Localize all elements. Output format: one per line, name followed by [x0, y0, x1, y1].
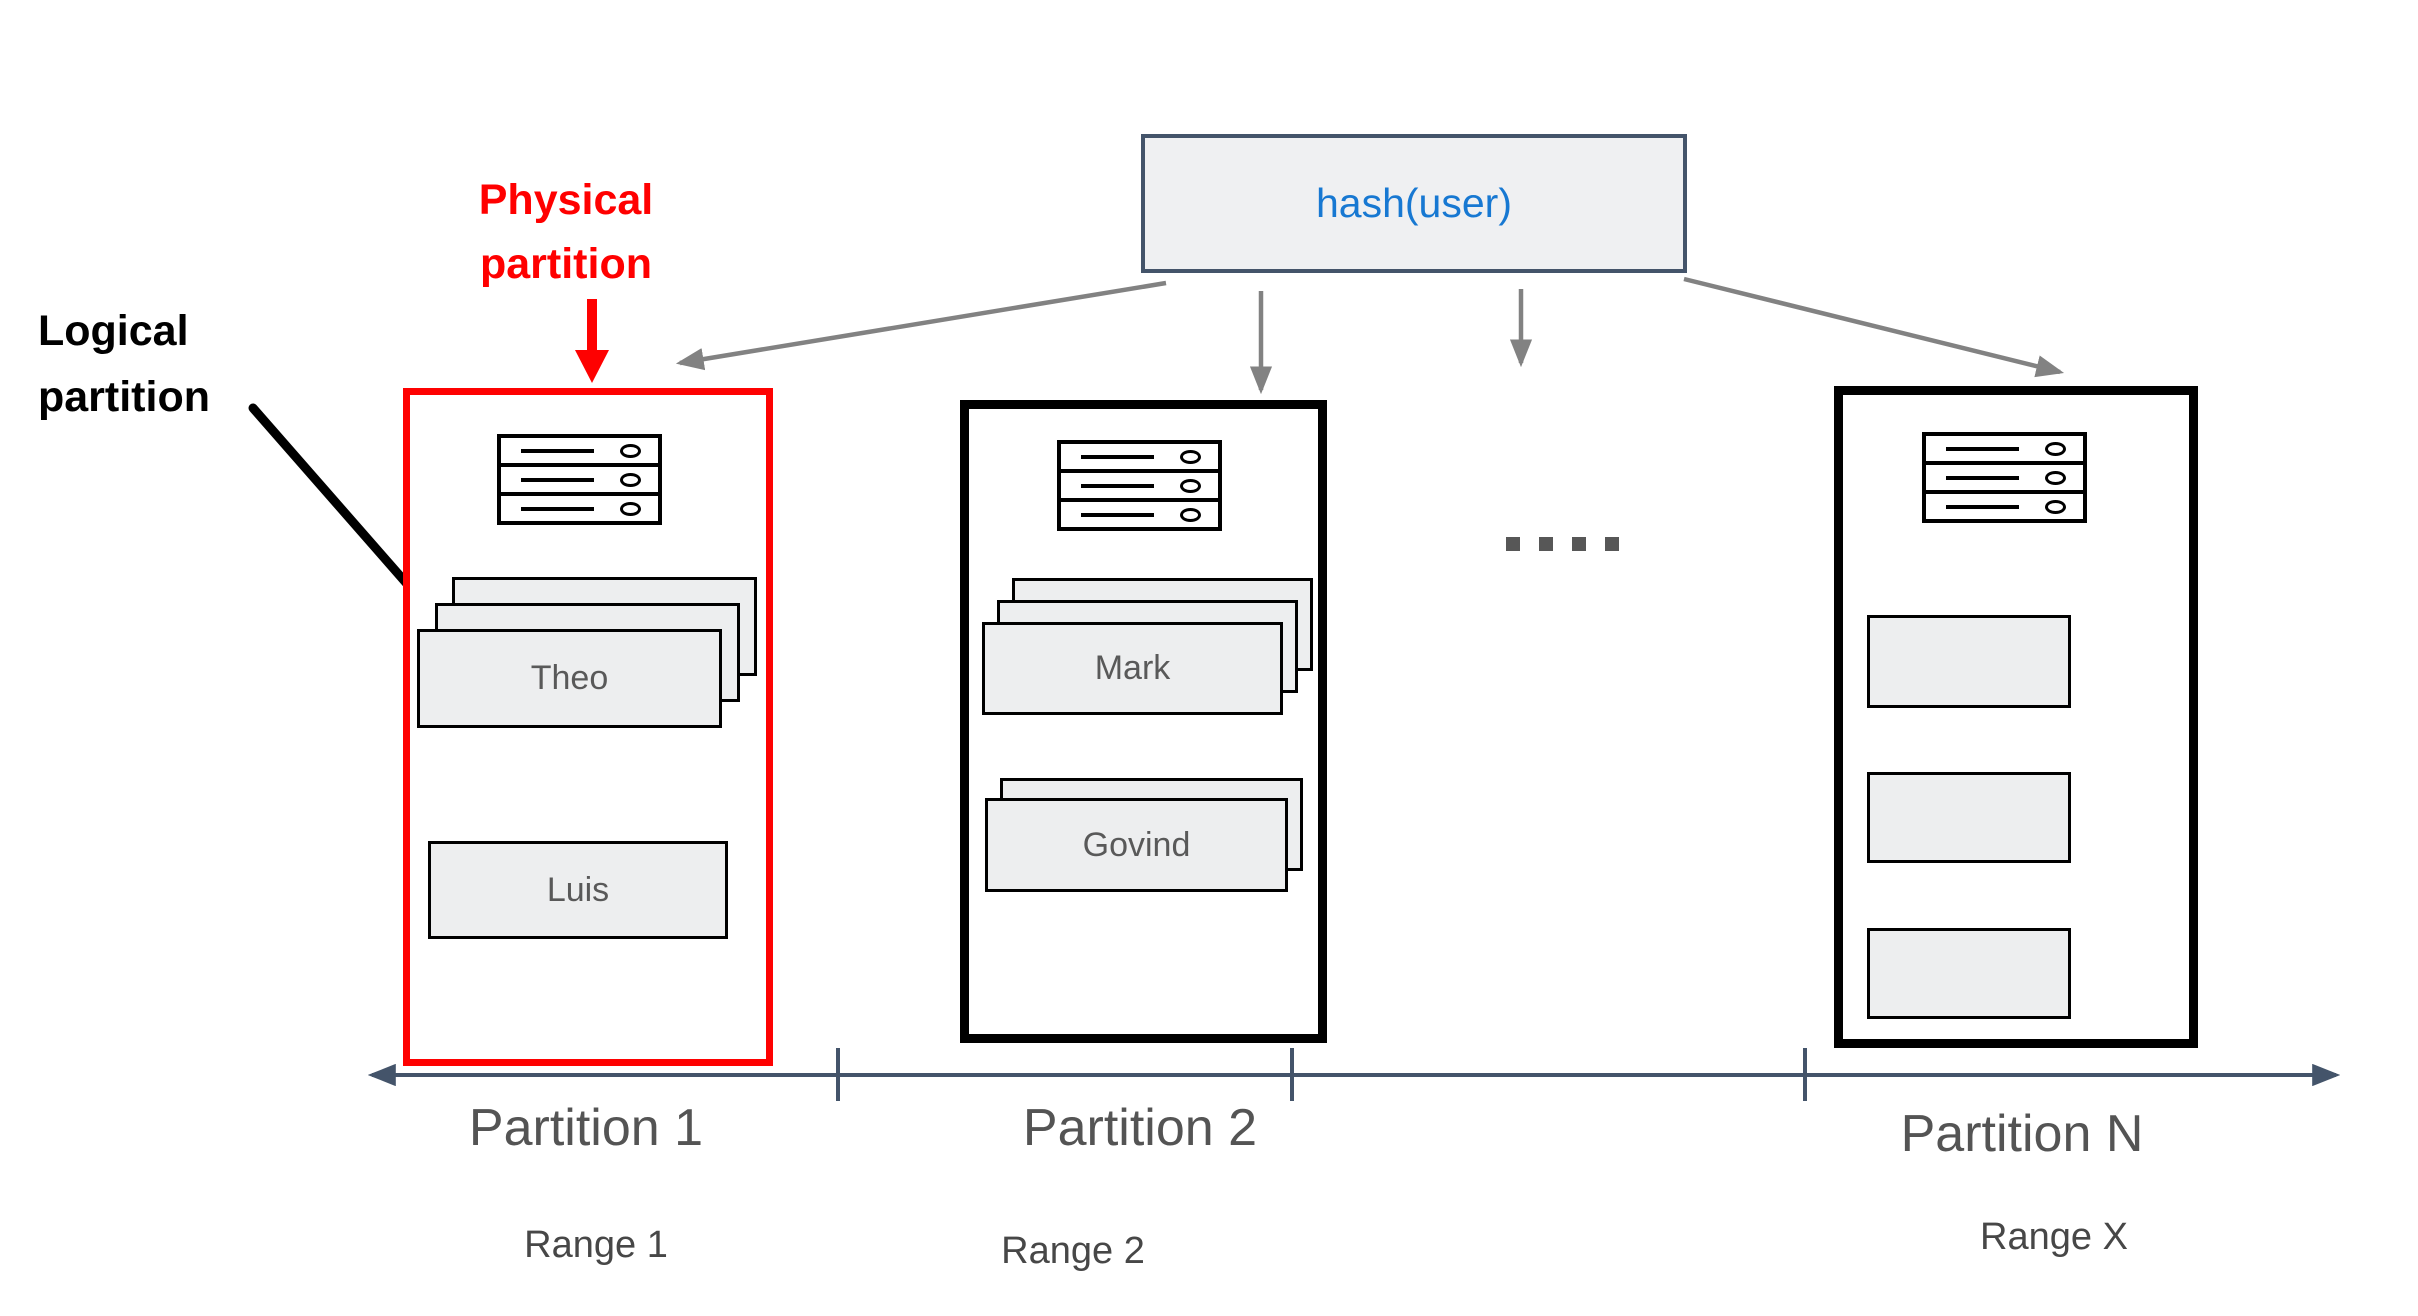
range-1-label: Range 1 — [524, 1224, 668, 1266]
hash-function-label: hash(user) — [1316, 180, 1512, 226]
logical-partition-card-empty — [1867, 928, 2071, 1019]
logical-partition-callout: Logical partition — [38, 298, 210, 430]
physical-partition-callout-line2: partition — [480, 240, 652, 288]
partition-n-label: Partition N — [1900, 1105, 2144, 1163]
logical-partition-card-mark: Mark — [982, 622, 1283, 715]
physical-partition-arrow-head — [575, 350, 609, 383]
ellipsis-dot — [1539, 537, 1553, 551]
card-label: Theo — [530, 659, 609, 697]
logical-partition-callout-line1: Logical — [38, 307, 189, 355]
ellipsis-dot — [1605, 537, 1619, 551]
hash-function-box: hash(user) — [1141, 134, 1687, 273]
hash-arrow-to-partition-1 — [675, 280, 1167, 371]
hash-arrow-to-partition-n — [1683, 276, 2065, 378]
partition-2-label: Partition 2 — [1022, 1099, 1258, 1157]
logical-partition-card-govind: Govind — [985, 798, 1288, 892]
physical-partition-callout: Physical partition — [416, 168, 716, 296]
logical-partition-card-theo: Theo — [417, 629, 722, 728]
ellipsis-dot — [1572, 537, 1586, 551]
more-partitions-ellipsis — [1506, 537, 1619, 551]
server-icon — [1922, 432, 2087, 523]
logical-partition-card-empty — [1867, 615, 2071, 708]
logical-partition-callout-line2: partition — [38, 373, 210, 421]
server-icon — [497, 434, 662, 525]
card-label: Luis — [546, 870, 610, 909]
partition-1-label: Partition 1 — [468, 1099, 704, 1157]
range-2-label: Range 2 — [1001, 1230, 1145, 1272]
card-label: Govind — [1082, 825, 1191, 864]
logical-partition-card-luis: Luis — [428, 841, 728, 939]
physical-partition-callout-line1: Physical — [478, 176, 654, 224]
logical-partition-card-empty — [1867, 772, 2071, 863]
ellipsis-dot — [1506, 537, 1520, 551]
server-icon — [1057, 440, 1222, 531]
card-label: Mark — [1094, 649, 1171, 687]
range-x-label: Range X — [1980, 1216, 2128, 1258]
